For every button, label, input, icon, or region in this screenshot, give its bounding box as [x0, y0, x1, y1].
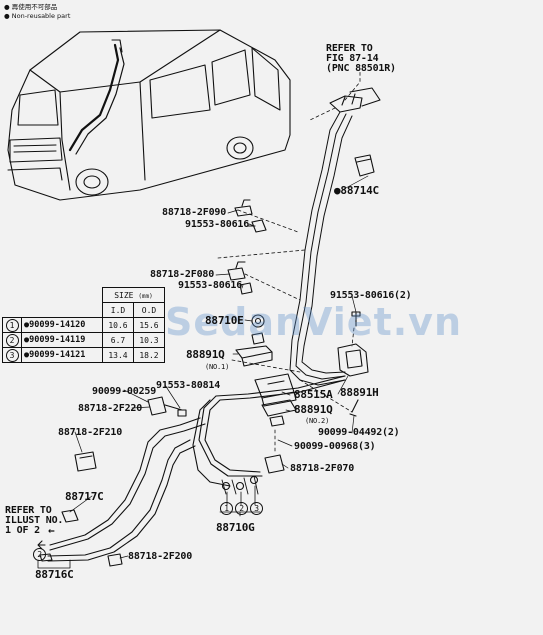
callout-2-left-number: 2: [33, 548, 46, 561]
row-od: 15.6: [133, 317, 165, 333]
label-88718-2F080: 88718-2F080: [150, 269, 215, 280]
row-part-number: ●90099-14121: [21, 347, 103, 363]
label-88515A: 88515A: [294, 388, 333, 401]
label-88718-2F220: 88718-2F220: [78, 403, 143, 414]
label-91553-80616-a: 91553-80616: [185, 219, 250, 230]
table-row: 1 ●90099-14120 10.6 15.6: [2, 317, 165, 333]
label-88718-2F210: 88718-2F210: [58, 427, 123, 438]
label-90099-00259: 90099-00259: [92, 386, 157, 397]
row-od: 10.3: [133, 332, 165, 348]
table-row: 2 ●90099-14119 6.7 10.3: [2, 332, 165, 348]
row-part-number: ●90099-14119: [21, 332, 103, 348]
leader-lines: [69, 175, 369, 559]
label-91553-80814: 91553-80814: [156, 380, 221, 391]
od-header: O.D: [133, 302, 165, 318]
callout-3: 3: [250, 502, 263, 515]
label-88891Q-no2: 88891Q: [294, 403, 333, 416]
lower-pipes: [37, 375, 346, 569]
label-no2: (NO.2): [305, 417, 330, 425]
legend-jp: ● 再使用不可部品: [4, 3, 58, 11]
row-number: 3: [5, 348, 19, 362]
refer-left-note: REFER TO ILLUST NO. 1 OF 2: [5, 506, 63, 536]
row-number: 1: [5, 318, 19, 332]
label-88718-2F090: 88718-2F090: [162, 207, 227, 218]
refer-top-line1: REFER TO: [326, 43, 373, 54]
callout-1-number: 1: [220, 502, 233, 515]
legend: ● 再使用不可部品 ● Non-reusable part: [4, 3, 70, 21]
label-91553-80616-b: 91553-80616: [178, 280, 243, 291]
label-no1: (NO.1): [205, 363, 230, 371]
refer-top-note: REFER TO FIG 87-14 (PNC 88501R): [326, 44, 396, 74]
size-label: SIZE: [114, 290, 134, 300]
row-id: 6.7: [102, 332, 134, 348]
center-components: [231, 314, 301, 427]
label-88714C: ●88714C: [334, 184, 379, 197]
callout-2: 2: [235, 502, 248, 515]
label-90099-04492: 90099-04492(2): [318, 427, 400, 438]
label-88718-2F200: 88718-2F200: [128, 551, 193, 562]
upper-clamps: [217, 199, 306, 301]
label-88891H: 88891H: [340, 386, 379, 399]
refer-left-line1: REFER TO: [5, 505, 52, 516]
label-88710E: 88710E: [205, 314, 244, 327]
hose-size-table: SIZE (mm) I.D O.D 1 ●90099-14120 10.6 15…: [2, 287, 165, 363]
table-row: 3 ●90099-14121 13.4 18.2: [2, 347, 165, 363]
refer-top-line2: FIG 87-14: [326, 53, 379, 64]
legend-en: ● Non-reusable part: [4, 12, 71, 20]
refer-left-line2: ILLUST NO.: [5, 515, 64, 526]
callout-3-number: 3: [250, 502, 263, 515]
refer-left-arrow: ←: [48, 524, 55, 537]
refer-left-line3: 1 OF 2: [5, 525, 40, 536]
row-od: 18.2: [133, 347, 165, 363]
row-number: 2: [5, 333, 19, 347]
refer-top-line3: (PNC 88501R): [326, 63, 396, 74]
callout-2-number: 2: [235, 502, 248, 515]
size-header: SIZE (mm): [102, 287, 165, 303]
label-88717C: 88717C: [65, 490, 104, 503]
label-88718-2F070: 88718-2F070: [290, 463, 355, 474]
van-illustration: [7, 29, 291, 201]
label-90099-00968: 90099-00968(3): [294, 441, 376, 452]
row-part-number: ●90099-14120: [21, 317, 103, 333]
label-88710G: 88710G: [216, 521, 255, 534]
size-unit: (mm): [138, 292, 153, 300]
label-88716C: 88716C: [35, 568, 74, 581]
callout-1: 1: [220, 502, 233, 515]
id-header: I.D: [102, 302, 134, 318]
watermark: SedanViet.vn: [165, 300, 462, 344]
label-91553-80616-2: 91553-80616(2): [330, 290, 412, 301]
row-id: 10.6: [102, 317, 134, 333]
right-components: [299, 311, 369, 417]
label-88891Q-no1: 88891Q: [186, 348, 225, 361]
row-id: 13.4: [102, 347, 134, 363]
callout-2-left: 2: [33, 548, 46, 561]
